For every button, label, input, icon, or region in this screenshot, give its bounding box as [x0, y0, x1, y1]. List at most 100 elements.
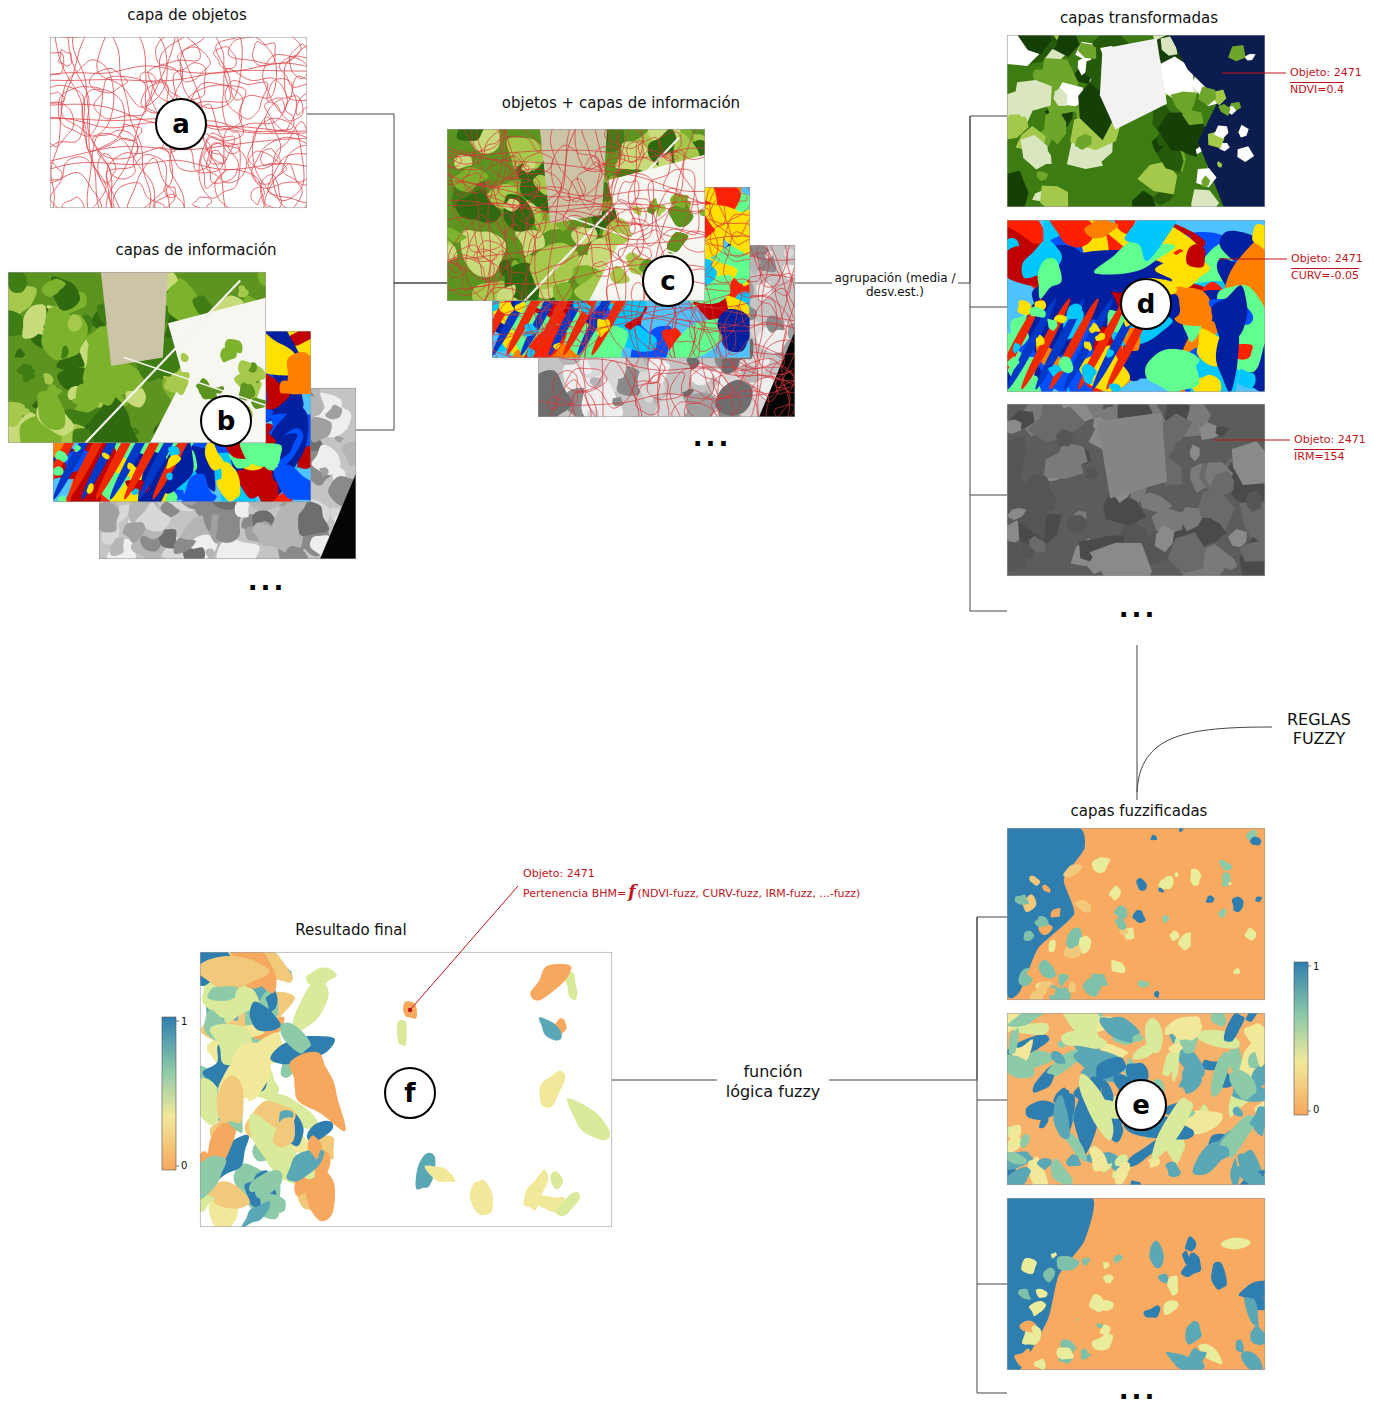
- illustration-shape: [566, 368, 607, 392]
- connector: [1137, 645, 1138, 800]
- illustration-shape: [749, 245, 795, 296]
- illustration-shape: [50, 92, 64, 103]
- illustration-shape: [251, 187, 265, 205]
- illustration-shape: [1105, 348, 1115, 358]
- illustration-shape: [1077, 937, 1092, 955]
- illustration-shape: [1060, 1029, 1108, 1050]
- illustration-shape: [670, 368, 733, 417]
- illustration-shape: [1007, 1198, 1265, 1370]
- colorbar-tick: [176, 966, 1311, 1166]
- illustration-shape: [1072, 132, 1095, 153]
- illustration-shape: [477, 241, 512, 283]
- illustration-shape: [200, 952, 612, 1227]
- illustration-shape: [31, 302, 84, 365]
- illustration-shape: [8, 272, 266, 443]
- illustration-shape: [72, 379, 107, 415]
- illustration-shape: [1007, 69, 1059, 119]
- illustration-shape: [1077, 1347, 1092, 1362]
- illustration-shape: [325, 403, 345, 424]
- illustration-shape: [724, 232, 750, 298]
- illustration-shape: [1169, 930, 1181, 942]
- illustration-shape: [1007, 828, 1085, 998]
- callout-letter: a: [172, 111, 190, 137]
- illustration-shape: [538, 366, 576, 417]
- illustration-shape: [492, 187, 750, 358]
- connector: [612, 917, 1007, 1080]
- illustration-shape: [99, 499, 122, 535]
- connector: [795, 116, 1007, 283]
- illustration-shape: [57, 495, 68, 502]
- illustration-shape: [1083, 340, 1093, 353]
- illustration-shape: [272, 346, 311, 407]
- illustration-shape: [1030, 255, 1068, 303]
- illustration-shape: [1204, 894, 1216, 906]
- illustration-shape: [1034, 167, 1050, 183]
- illustration-shape: [447, 129, 483, 164]
- illustration-shape: [522, 955, 578, 1003]
- illustration-shape: [534, 1066, 568, 1111]
- illustration-shape: [50, 37, 307, 208]
- illustration-shape: [1206, 1013, 1229, 1030]
- illustration-shape: [687, 398, 722, 417]
- illustration-shape: [1153, 990, 1162, 999]
- illustration-shape: [1042, 1266, 1056, 1283]
- illustration-shape: [1228, 881, 1233, 885]
- illustration-shape: [1231, 1105, 1245, 1119]
- illustration-shape: [1090, 854, 1111, 875]
- illustration-shape: [757, 245, 788, 287]
- leader-line: [1219, 259, 1287, 260]
- illustration-shape: [1007, 357, 1020, 370]
- illustration-shape: [570, 372, 628, 417]
- illustration-shape: [1246, 1324, 1265, 1349]
- illustration-shape: [1066, 981, 1079, 994]
- illustration-shape: [130, 487, 140, 497]
- illustration-shape: [534, 301, 570, 332]
- illustration-shape: [1249, 834, 1263, 848]
- illustration-shape: [526, 208, 546, 238]
- illustration-shape: [572, 361, 640, 417]
- illustration-shape: [447, 224, 467, 247]
- illustration-shape: [204, 547, 217, 559]
- illustration-shape: [447, 181, 705, 210]
- illustration-shape: [775, 405, 795, 417]
- illustration-shape: [159, 37, 230, 106]
- illustration-shape: [1232, 1339, 1246, 1355]
- illustration-shape: [1088, 322, 1103, 337]
- illustration-shape: [8, 272, 266, 443]
- illustration-shape: [448, 215, 503, 279]
- illustration-shape: [1080, 1255, 1091, 1267]
- illustration-shape: [87, 133, 154, 208]
- illustration-shape: [284, 45, 307, 101]
- illustration-shape: [1067, 1311, 1081, 1324]
- illustration-shape: [1020, 929, 1035, 944]
- bracket-lines: [970, 116, 1272, 1393]
- illustration-shape: [40, 274, 67, 302]
- illustration-shape: [1220, 871, 1233, 887]
- illustration-shape: [223, 129, 240, 154]
- illustration-shape: [278, 542, 315, 559]
- illustration-shape: [550, 1170, 564, 1190]
- colorbar: [162, 1017, 176, 1170]
- illustration-shape: [200, 1149, 236, 1202]
- illustration-shape: [782, 245, 795, 417]
- illustration-shape: [1192, 456, 1240, 504]
- illustration-shape: [1158, 887, 1165, 893]
- illustration-shape: [1007, 1013, 1265, 1185]
- illustration-shape: [1226, 534, 1265, 576]
- illustration-shape: [606, 224, 643, 262]
- illustration-shape: [1149, 1240, 1163, 1268]
- illustration-shape: [1207, 1260, 1230, 1291]
- illustration-shape: [775, 371, 795, 392]
- illustration-shape: [1033, 1286, 1048, 1300]
- illustration-shape: [492, 299, 750, 327]
- illustration-shape: [605, 129, 644, 149]
- illustration-shape: [1083, 220, 1120, 240]
- illustration-shape: [1007, 1150, 1028, 1168]
- illustration-shape: [447, 129, 705, 301]
- illustration-shape: [228, 37, 301, 64]
- illustration-shape: [200, 952, 612, 1227]
- illustration-shape: [1033, 1356, 1048, 1370]
